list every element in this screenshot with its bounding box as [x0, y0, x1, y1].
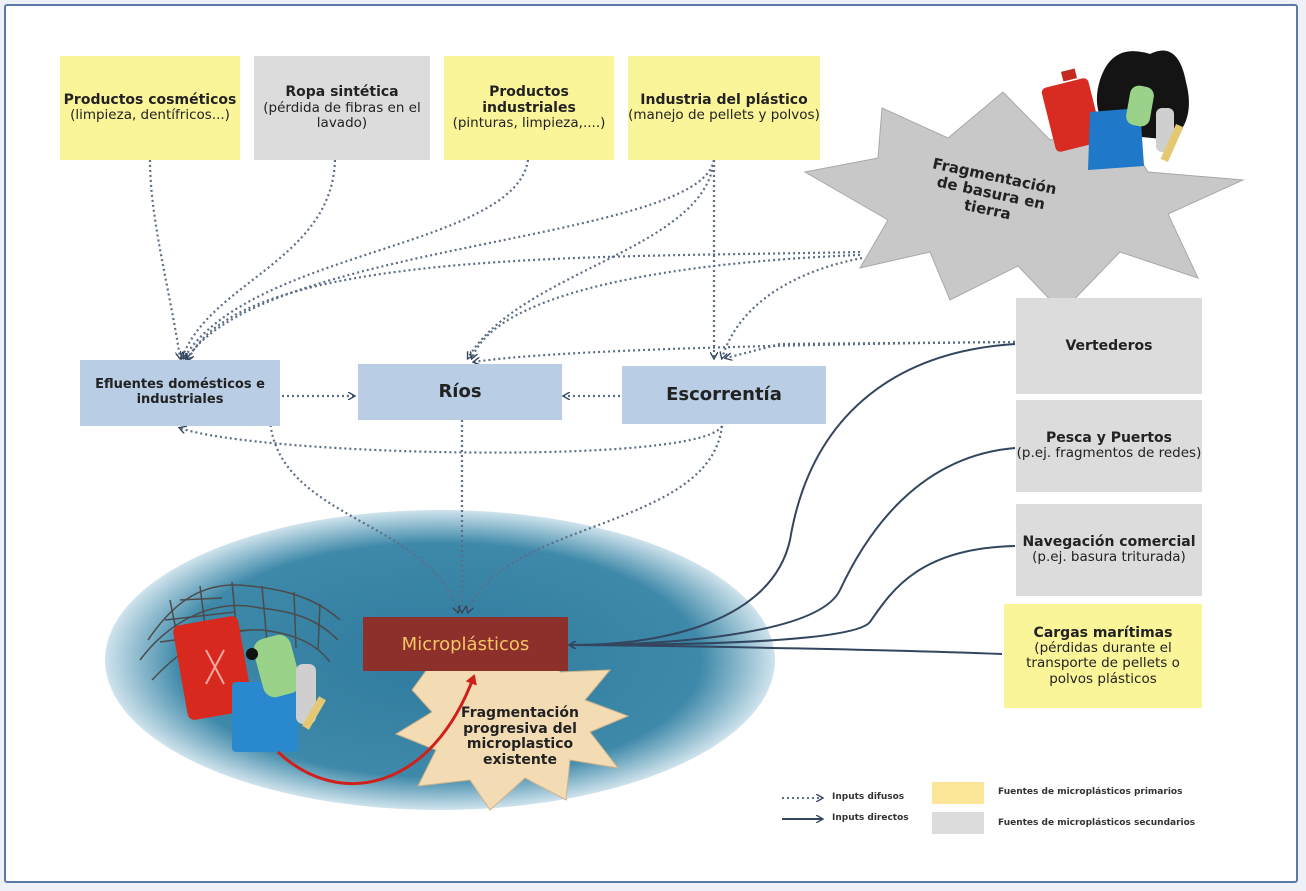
source-subtitle: (pérdida de fibras en el lavado)	[263, 99, 421, 132]
arrow-escorrentia-efluentes	[180, 425, 723, 454]
source-title: Pesca y Puertos	[1046, 430, 1172, 447]
arrow-navegacion-micro	[570, 545, 1016, 645]
arrow-vertederos-escorrentia	[726, 340, 1016, 358]
land-fragmentation-star	[803, 91, 1245, 313]
source-ropa-sintetica: Ropa sintética (pérdida de fibras en el …	[254, 56, 430, 160]
escorrentia-label: Escorrentía	[666, 383, 782, 405]
fragmentation-red-arrow	[276, 674, 477, 785]
arrow-vertederos-rios	[474, 340, 1016, 362]
source-subtitle: (pérdidas durante el transporte de pelle…	[1026, 639, 1180, 687]
source-title: Industria del plástico	[640, 92, 808, 109]
rios-box: Ríos	[358, 364, 562, 420]
arrow-ropa-efluentes	[182, 159, 337, 358]
escorrentia-box: Escorrentía	[622, 366, 826, 424]
legend-secondary-swatch	[932, 812, 984, 834]
source-vertederos: Vertederos	[1016, 298, 1202, 394]
legend-direct-label: Inputs directos	[832, 813, 909, 823]
arrow-industria-efluentes	[186, 159, 716, 360]
arrow-land-escorrentia	[722, 256, 863, 358]
microplasticos-box: Microplásticos	[363, 617, 568, 671]
legend-primary-swatch	[932, 782, 984, 804]
source-title: Vertederos	[1065, 337, 1153, 354]
arrow-cargas-micro	[570, 645, 1003, 655]
source-title: Productos cosméticos	[63, 92, 237, 109]
arrow-efluentes-micro	[268, 419, 458, 612]
source-productos-cosmeticos: Productos cosméticos (limpieza, dentífri…	[60, 56, 240, 160]
arrow-land-rios	[472, 253, 861, 358]
source-pesca-puertos: Pesca y Puertos (p.ej. fragmentos de red…	[1016, 400, 1202, 492]
legend-primary-label: Fuentes de microplásticos primarios	[998, 787, 1183, 797]
efluentes-label: Efluentes domésticos e industriales	[95, 377, 265, 407]
legend-secondary-label: Fuentes de microplásticos secundarios	[998, 818, 1196, 828]
arrow-industriales-efluentes	[184, 159, 530, 358]
progressive-fragmentation-label: Fragmentación progresiva del microplasti…	[461, 705, 579, 769]
source-subtitle: (p.ej. basura triturada)	[1032, 549, 1186, 566]
source-productos-industriales: Productos industriales (pinturas, limpie…	[444, 56, 614, 160]
source-subtitle: (pinturas, limpieza,....)	[452, 115, 606, 132]
source-title: Ropa sintética	[285, 84, 399, 101]
arrow-industria-rios	[468, 159, 716, 358]
legend-diffuse-label: Inputs difusos	[832, 792, 905, 802]
source-subtitle: (limpieza, dentífricos...)	[70, 107, 230, 124]
source-industria-plastico: Industria del plástico (manejo de pellet…	[628, 56, 820, 160]
source-navegacion-comercial: Navegación comercial (p.ej. basura tritu…	[1016, 504, 1202, 596]
source-title: Cargas marítimas	[1033, 624, 1173, 641]
source-cargas-maritimas: Cargas marítimas (pérdidas durante el tr…	[1004, 604, 1202, 708]
trash-pile-sea-icon	[173, 616, 326, 752]
arrow-pesca-micro	[570, 447, 1016, 645]
arrow-vertederos-micro	[570, 343, 1016, 645]
source-subtitle: (manejo de pellets y polvos)	[628, 107, 820, 124]
rios-label: Ríos	[438, 380, 482, 402]
source-title: Productos industriales	[482, 84, 576, 117]
source-subtitle: (p.ej. fragmentos de redes)	[1016, 445, 1202, 462]
source-title: Navegación comercial	[1022, 534, 1196, 551]
trash-pile-land-icon	[1041, 50, 1189, 170]
arrow-cosmeticos-efluentes	[148, 159, 180, 358]
efluentes-box: Efluentes domésticos e industriales	[80, 360, 280, 426]
arrow-land-efluentes	[188, 250, 861, 360]
